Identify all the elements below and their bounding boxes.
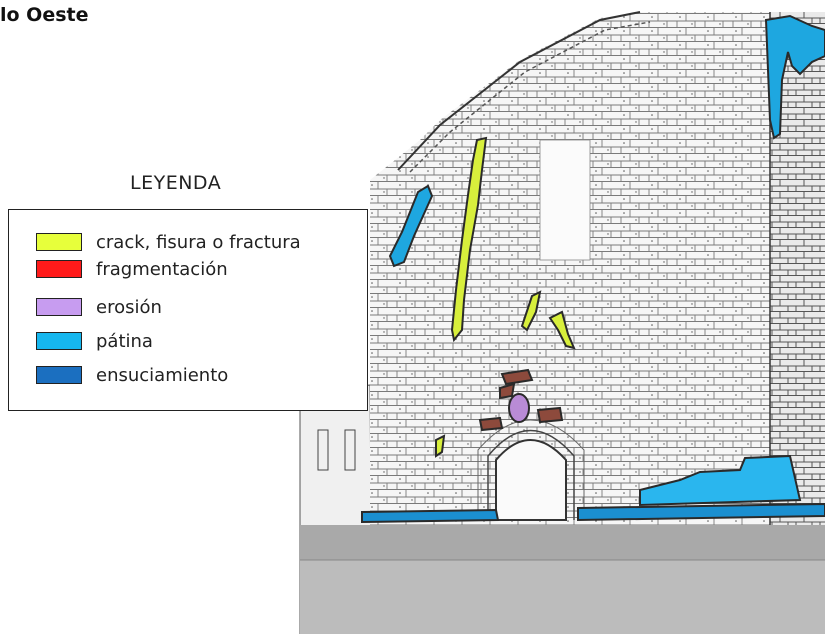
legend-item-patina: pátina: [36, 329, 153, 353]
legend-label: crack, fisura o fractura: [96, 231, 301, 253]
legend-item-erosion: erosión: [36, 295, 162, 319]
fragmentation-mark: [499, 382, 516, 400]
facade-drawing: [299, 11, 825, 634]
legend-label: erosión: [96, 296, 162, 318]
soiling-mark: [577, 502, 825, 522]
legend-item-fragmentation: fragmentación: [36, 257, 228, 281]
crack-mark: [450, 136, 488, 343]
legend-label: ensuciamiento: [96, 364, 229, 386]
crack-mark: [548, 310, 576, 350]
patina-mark: [639, 454, 802, 507]
damage-annotations: [361, 14, 825, 524]
legend-box: crack, fisura o fractura fragmentación e…: [8, 209, 368, 411]
patina-mark: [764, 14, 825, 140]
soiling-mark: [361, 508, 500, 524]
figure-title: lo Oeste: [0, 4, 89, 26]
legend-item-soiling: ensuciamiento: [36, 363, 228, 387]
patina-mark: [388, 184, 434, 268]
legend-title: LEYENDA: [130, 172, 222, 194]
fragmentation-mark: [536, 406, 564, 424]
legend-swatch: [36, 233, 82, 251]
legend-swatch: [36, 332, 82, 350]
crack-mark: [520, 290, 542, 332]
fragmentation-mark: [478, 416, 504, 432]
legend-swatch: [36, 260, 82, 278]
legend-swatch: [36, 366, 82, 384]
legend-swatch: [36, 298, 82, 316]
legend-item-crack: crack, fisura o fractura: [36, 230, 301, 254]
fragmentation-mark: [500, 368, 534, 386]
legend-label: fragmentación: [96, 258, 228, 280]
erosion-mark: [508, 393, 530, 423]
crack-mark: [435, 434, 446, 458]
legend-label: pátina: [96, 330, 153, 352]
